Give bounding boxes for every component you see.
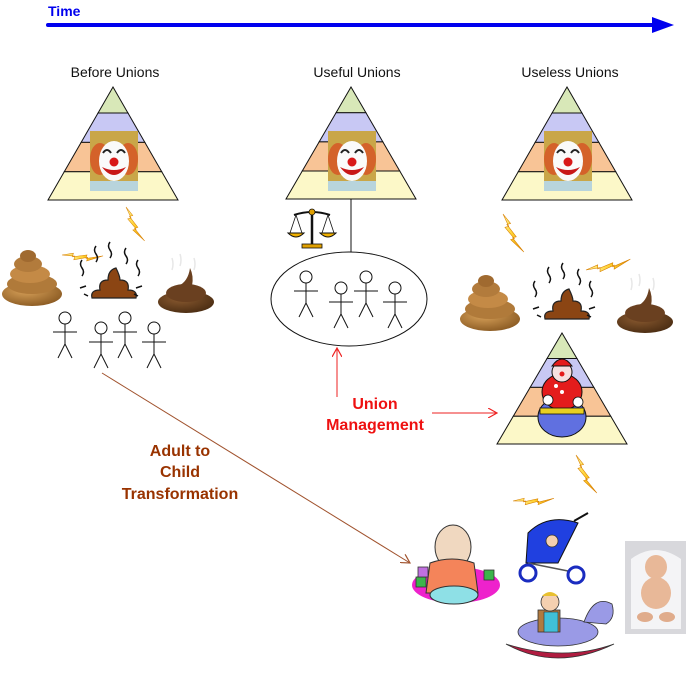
pyramid-band-1 [546, 332, 578, 360]
stage-title-before: Before Unions [71, 64, 160, 80]
clown-photo-icon [543, 130, 593, 192]
lightning-bolt-icon [585, 248, 631, 281]
workers-group-before [52, 311, 167, 369]
clown-photo-icon [89, 130, 139, 192]
union-management-label-line2: Management [326, 417, 424, 434]
stage-title-useless: Useless Unions [521, 64, 618, 80]
pyramid-band-1 [551, 85, 583, 114]
timeline-label: Time [48, 3, 81, 19]
poop-icon [79, 241, 143, 299]
stick-figure-icon [141, 321, 167, 369]
baby-photo-icon [625, 541, 686, 634]
union-management-label-line1: Union [352, 396, 397, 413]
poop-icon [532, 262, 596, 320]
timeline: Time [46, 3, 674, 33]
roly-poly-clown-icon [537, 358, 587, 438]
union-ellipse [270, 251, 428, 347]
stick-figure-icon [112, 311, 138, 359]
lightning-bolt-icon [575, 454, 598, 494]
transformation-label-line1: Adult to [150, 443, 211, 460]
lightning-bolt-icon [502, 213, 525, 253]
poop-icon [2, 250, 62, 306]
lightning-bolt-icon [125, 206, 145, 242]
lightning-bolt-icon [512, 482, 555, 517]
scales-of-justice-icon [286, 208, 338, 249]
transformation-label-line2: Child [160, 464, 200, 481]
baby-on-rocking-horse-icon [505, 592, 615, 659]
pyramid-band-1 [335, 86, 367, 114]
stick-figure-icon [88, 321, 114, 369]
pyramid-union-management [496, 332, 628, 445]
poop-icon [616, 273, 674, 334]
adult-to-child-arrow [101, 372, 410, 563]
transformation-label-line3: Transformation [122, 486, 238, 503]
poop-icon [460, 275, 520, 331]
clown-photo-icon [327, 130, 377, 192]
pyramid-band-1 [97, 85, 129, 114]
poop-icon [157, 253, 215, 314]
stage-title-useful: Useful Unions [313, 64, 400, 80]
timeline-arrow-head [652, 17, 674, 33]
stick-figure-icon [52, 311, 78, 359]
baby-in-stroller-icon [518, 512, 589, 585]
baby-with-blocks-icon [412, 524, 500, 605]
